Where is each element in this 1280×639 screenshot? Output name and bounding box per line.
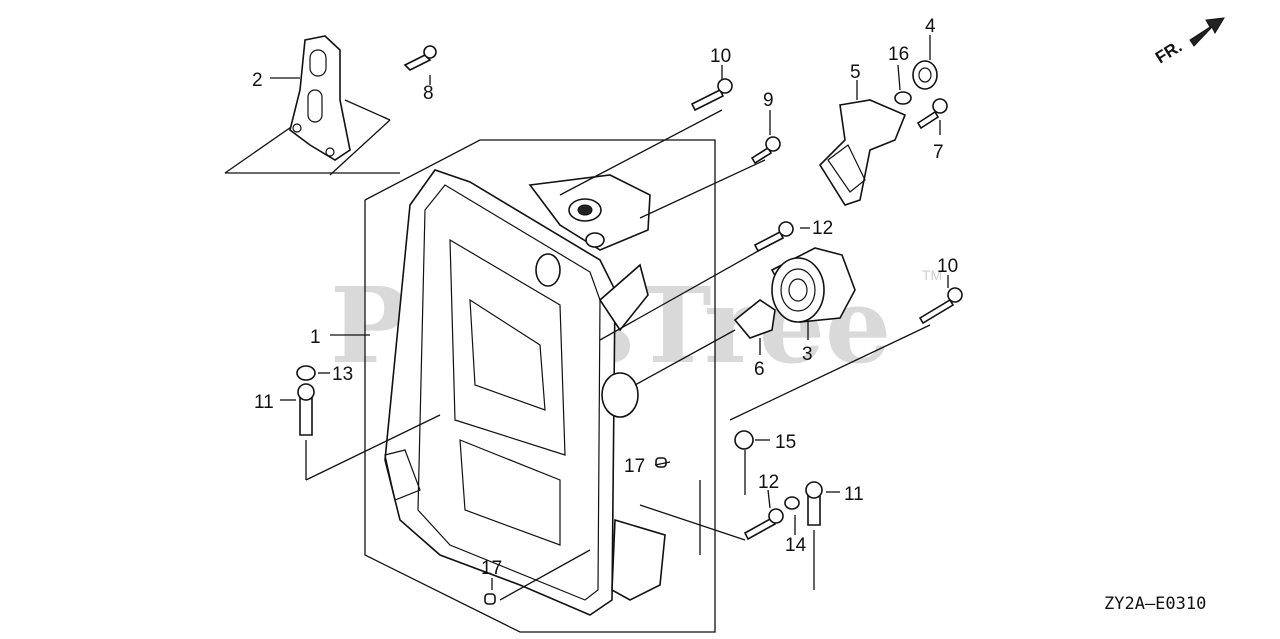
callout-15: 15: [775, 432, 796, 453]
oil-fitting-part: [733, 299, 776, 339]
callout-3: 3: [802, 344, 813, 365]
callout-11-left: 11: [254, 392, 274, 413]
callout-17-middle: 17: [624, 456, 645, 477]
callout-12-bottom: 12: [758, 472, 779, 493]
callout-13: 13: [332, 364, 353, 385]
assembly-outline: [224, 99, 716, 633]
diagram-code: ZY2A—E0310: [1104, 594, 1206, 614]
front-direction-arrow: FR.: [1152, 17, 1225, 68]
front-direction-label: FR.: [1152, 37, 1185, 68]
watermark-trademark: TM: [922, 267, 942, 283]
callout-1: 1: [310, 327, 321, 348]
callout-8: 8: [423, 83, 434, 104]
oil-filter-part: [770, 247, 856, 323]
cap-part: [894, 60, 938, 105]
callout-14: 14: [785, 535, 807, 556]
callout-16: 16: [888, 44, 909, 65]
callout-4: 4: [925, 16, 936, 37]
callout-7: 7: [933, 142, 944, 163]
extension-case-part: [384, 169, 666, 616]
callout-2: 2: [252, 70, 263, 91]
callout-5: 5: [850, 62, 861, 83]
callout-10-right: 10: [937, 256, 958, 277]
callout-11-right: 11: [844, 484, 864, 505]
callout-labels: 1 2 3 4 5 6 7 8 9 10 10 11 11 12 12 13 1…: [252, 16, 958, 579]
arrow-icon: [1189, 17, 1225, 47]
callout-9: 9: [763, 90, 774, 111]
bracket-part: [289, 35, 351, 161]
bolts: [296, 45, 963, 605]
callout-17-bottom: 17: [481, 558, 502, 579]
callout-6: 6: [754, 359, 765, 380]
leader-lines: [270, 35, 949, 601]
callout-10-top: 10: [710, 46, 731, 67]
callout-12-top: 12: [812, 218, 833, 239]
oil-connector-part: [818, 99, 907, 206]
